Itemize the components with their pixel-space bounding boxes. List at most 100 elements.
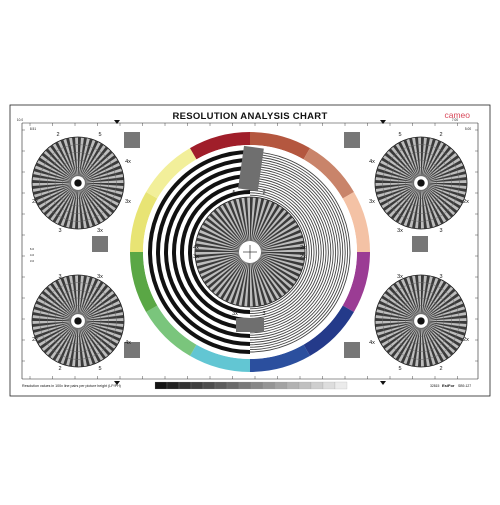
wedge (66, 137, 78, 183)
center-wedge (250, 211, 289, 252)
wedge (78, 321, 107, 360)
center-wedge (195, 249, 250, 252)
wedge (78, 321, 90, 367)
wedge (421, 303, 465, 321)
right-arc-line (249, 168, 334, 336)
center-wedge (250, 252, 298, 282)
resolution-label: 3 (262, 311, 265, 317)
ruler-value: 7.00 (452, 118, 458, 122)
wedge (400, 321, 421, 364)
ruler-value: 5.00 (465, 127, 471, 131)
wedge (47, 183, 78, 220)
wedge (78, 143, 104, 183)
wedge (421, 321, 461, 347)
center-wedge (250, 197, 253, 252)
wedge (38, 295, 78, 321)
wedge (378, 300, 421, 321)
center-wedge (235, 252, 250, 306)
wedge (43, 321, 78, 354)
wedge (36, 183, 78, 206)
ruler-mid-value: 6.0 (30, 247, 35, 251)
ruler-arrow (114, 120, 120, 124)
wedge (421, 150, 456, 183)
center-wedge (211, 252, 250, 293)
center-target (130, 132, 370, 372)
center-wedge (197, 232, 250, 252)
grayscale-step (202, 381, 216, 390)
gray-squares (92, 132, 428, 358)
ring-line (47, 152, 109, 214)
grayscale-step (178, 381, 192, 390)
wedge (421, 140, 442, 183)
wedge (55, 141, 78, 183)
center-wedge (250, 207, 285, 252)
resolution-label: 5 (98, 132, 101, 138)
footer-note: Resolution values in 100x line pairs per… (22, 384, 121, 388)
resolution-label: 5 (232, 190, 235, 196)
center-bar-bottom (236, 318, 264, 332)
wedge (421, 321, 466, 336)
wedge (406, 321, 421, 366)
wedge (392, 282, 421, 321)
wedge (78, 183, 118, 209)
wedge (78, 183, 107, 222)
wedge (78, 183, 123, 198)
wedge (45, 286, 78, 321)
grayscale-step (190, 381, 204, 390)
center-wedge (250, 199, 270, 252)
grayscale-step (274, 381, 288, 390)
resolution-label: 3x (397, 274, 403, 280)
resolution-label: 5 (398, 366, 401, 372)
center-wedge (196, 252, 250, 269)
wedge (421, 321, 439, 365)
wedge (421, 183, 466, 198)
wedge (377, 321, 421, 339)
wedge (409, 137, 421, 183)
wedge (395, 183, 421, 223)
wedge (388, 286, 421, 321)
wedge (421, 292, 460, 321)
center-wedge (250, 197, 259, 252)
center-wedge (205, 217, 250, 252)
wedge (406, 183, 421, 228)
corner-targets (31, 136, 468, 368)
wedge (375, 183, 421, 195)
brand-logo: cameo (444, 110, 470, 120)
resolution-label: 2x (463, 337, 469, 343)
wedge (392, 144, 421, 183)
wedge (78, 284, 109, 321)
ring-line (397, 159, 445, 207)
wedge (376, 306, 421, 321)
resolution-label: 2 (58, 366, 61, 372)
resolution-label: 2x (300, 245, 306, 251)
ruler-arrow (114, 381, 120, 385)
wedge (403, 139, 421, 183)
wedge (421, 183, 450, 222)
wedge (78, 281, 104, 321)
center-wedge (203, 252, 250, 285)
right-arc-line (249, 189, 313, 315)
color-ring-segment (190, 344, 250, 372)
resolution-label: 4x (125, 340, 131, 346)
wedge (421, 288, 456, 321)
ring-line (405, 167, 437, 199)
wedge (78, 278, 99, 321)
wedge (78, 298, 120, 321)
wedge (421, 183, 458, 214)
wedge (379, 183, 421, 206)
wedge (43, 183, 78, 216)
ring-line (47, 290, 109, 352)
ring-line (70, 313, 86, 329)
gray-square (412, 236, 428, 252)
wedge (390, 183, 421, 220)
wedge (78, 160, 120, 183)
grayscale-step (262, 381, 276, 390)
center-bar-top (238, 145, 264, 192)
center-wedge (250, 252, 256, 307)
center-wedge (213, 209, 250, 252)
grayscale-step (286, 381, 300, 390)
grayscale-strip (154, 381, 348, 390)
ring-line (39, 282, 117, 360)
center-wedge (250, 252, 301, 277)
wedge (381, 295, 421, 321)
